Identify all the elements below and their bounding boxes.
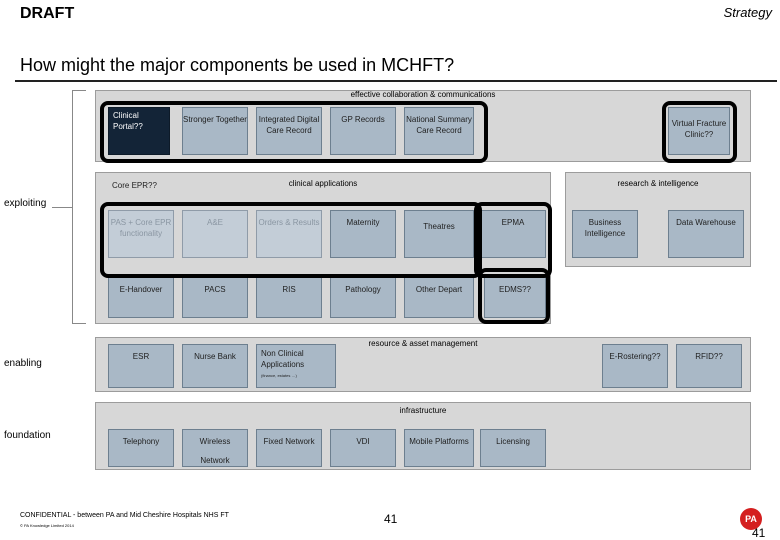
collaboration-highlight	[100, 101, 488, 163]
page-number: 41	[384, 512, 398, 526]
esr-box[interactable]: ESR	[108, 344, 174, 388]
ae-box[interactable]: A&E	[182, 210, 248, 258]
confidential-note: CONFIDENTIAL - between PA and Mid Cheshi…	[20, 512, 229, 519]
band-clinical-label: clinical applications	[288, 179, 358, 188]
virtual-fracture-box[interactable]: Virtual Fracture Clinic??	[668, 107, 730, 155]
foundation-label: foundation	[4, 430, 51, 441]
ris-box[interactable]: RIS	[256, 274, 322, 318]
exploiting-bracket	[72, 90, 86, 324]
logo-page-number: 41	[752, 526, 766, 540]
nurse-bank-box[interactable]: Nurse Bank	[182, 344, 248, 388]
rfid-box[interactable]: RFID??	[676, 344, 742, 388]
epma-box[interactable]: EPMA	[480, 210, 546, 258]
mobile-platforms-box[interactable]: Mobile Platforms	[404, 429, 474, 467]
pa-logo: PA	[740, 508, 762, 530]
telephony-box[interactable]: Telephony	[108, 429, 174, 467]
band-research-label: research & intelligence	[617, 179, 699, 188]
edms-highlight	[478, 268, 550, 324]
pathology-box[interactable]: Pathology	[330, 274, 396, 318]
erostering-box[interactable]: E-Rostering??	[602, 344, 668, 388]
idcr-box[interactable]: Integrated Digital Care Record	[256, 107, 322, 155]
vdi-box[interactable]: VDI	[330, 429, 396, 467]
enabling-label: enabling	[4, 358, 42, 369]
nscr-box[interactable]: National Summary Care Record	[404, 107, 474, 155]
bracket-tick	[52, 207, 72, 208]
virtual-fracture-highlight	[662, 101, 737, 163]
licensing-box[interactable]: Licensing	[480, 429, 546, 467]
clinical-portal-box[interactable]: Clinical Portal??	[108, 107, 170, 155]
edms-box[interactable]: EDMS??	[484, 274, 546, 318]
other-depart-box[interactable]: Other Depart	[404, 274, 474, 318]
maternity-box[interactable]: Maternity	[330, 210, 396, 258]
gp-records-box[interactable]: GP Records	[330, 107, 396, 155]
pacs-box[interactable]: PACS	[182, 274, 248, 318]
fixed-network-box[interactable]: Fixed Network	[256, 429, 322, 467]
exploiting-label: exploiting	[4, 198, 47, 209]
copyright-note: © PA Knowledge Limited 2014	[20, 523, 74, 528]
theatres-box[interactable]: Theatres	[404, 210, 474, 258]
epma-highlight	[474, 202, 552, 278]
wireless-network-box[interactable]: Wireless Network	[182, 429, 248, 467]
clinical-highlight	[100, 202, 482, 278]
core-epr-box[interactable]: Core EPR??	[112, 181, 157, 190]
stronger-together-box[interactable]: Stronger Together	[182, 107, 248, 155]
page-title: How might the major components be used i…	[20, 55, 455, 75]
network-label: Network	[200, 456, 230, 466]
orders-results-box[interactable]: Orders & Results	[256, 210, 322, 258]
data-warehouse-box[interactable]: Data Warehouse	[668, 210, 744, 258]
wireless-label: Wireless	[199, 437, 231, 446]
strategy-label: Strategy	[723, 5, 772, 20]
non-clinical-note: (finance, estates …)	[261, 373, 297, 379]
non-clinical-label: Non Clinical Applications	[261, 349, 305, 370]
non-clinical-box[interactable]: Non Clinical Applications (finance, esta…	[256, 344, 336, 388]
draft-label: DRAFT	[20, 5, 75, 22]
band-infrastructure-label: infrastructure	[399, 406, 447, 415]
pas-core-epr-box[interactable]: PAS + Core EPR functionality	[108, 210, 174, 258]
band-collaboration-label: effective collaboration & communications	[350, 90, 496, 99]
business-intelligence-box[interactable]: Business Intelligence	[572, 210, 638, 258]
title-rule	[15, 80, 777, 82]
ehandover-box[interactable]: E-Handover	[108, 274, 174, 318]
band-resource-label: resource & asset management	[368, 339, 478, 348]
